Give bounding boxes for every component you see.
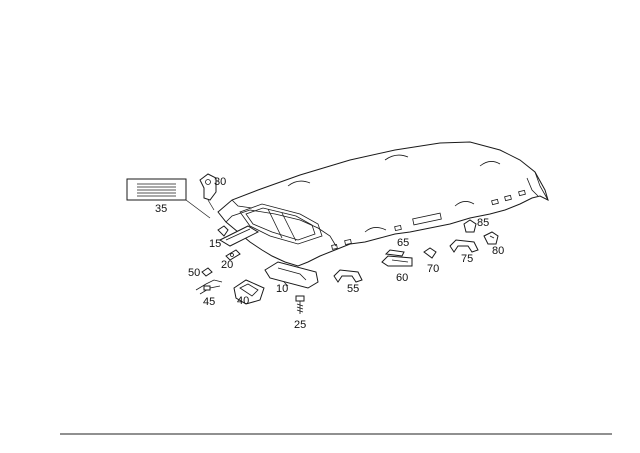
label-plate (126, 178, 211, 219)
grab-handle-rear (449, 239, 479, 253)
label-15: 15 (209, 238, 221, 250)
label-25: 25 (294, 319, 306, 331)
rear-clip (483, 231, 499, 245)
label-80: 80 (492, 245, 504, 257)
sun-visor (264, 261, 319, 289)
label-45: 45 (203, 296, 215, 308)
visor-clip (217, 225, 229, 237)
headliner-panel (217, 141, 549, 267)
label-35: 35 (155, 203, 167, 215)
label-75: 75 (461, 253, 473, 265)
grab-handle (333, 269, 363, 283)
label-30: 30 (214, 176, 226, 188)
screw-part (295, 295, 305, 314)
label-55: 55 (347, 283, 359, 295)
plug-part (201, 267, 213, 277)
visor-mirror (233, 279, 265, 305)
label-20: 20 (221, 259, 233, 271)
small-clip (225, 249, 241, 261)
small-lamp (423, 247, 437, 259)
sun-visor-left (218, 225, 260, 247)
label-65: 65 (397, 237, 409, 249)
label-10: 10 (276, 283, 288, 295)
wire-harness (195, 279, 223, 295)
reading-lamp (381, 255, 413, 267)
label-70: 70 (427, 263, 439, 275)
rear-bracket (463, 219, 477, 233)
label-85: 85 (477, 217, 489, 229)
label-50: 50 (188, 267, 200, 279)
label-60: 60 (396, 272, 408, 284)
lamp-lens (384, 249, 405, 257)
bracket-part (199, 173, 217, 211)
label-40: 40 (237, 295, 249, 307)
